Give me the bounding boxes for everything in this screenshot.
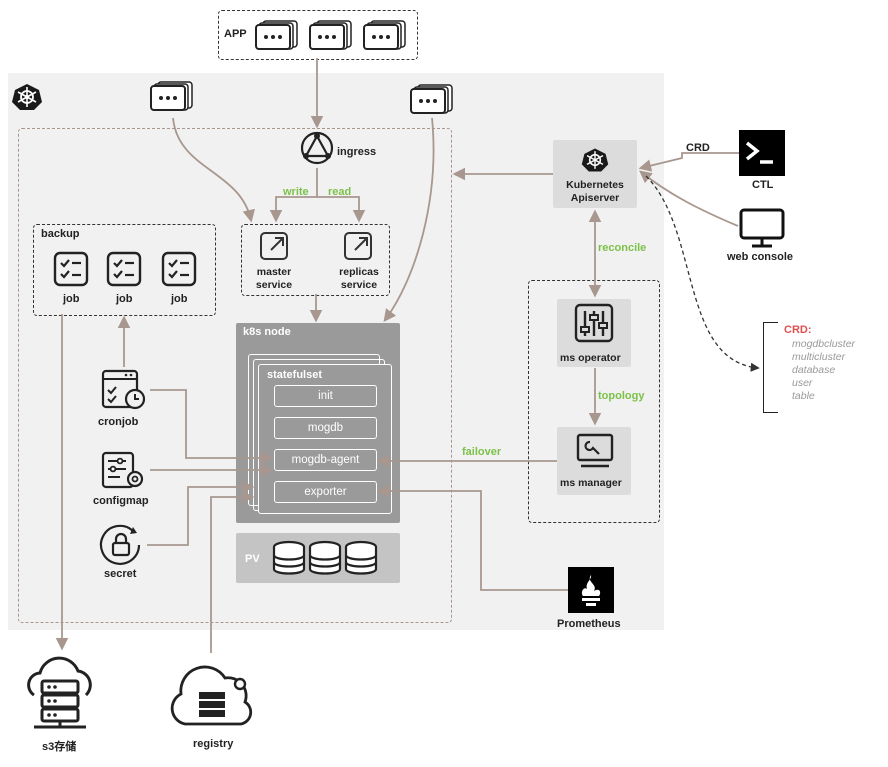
app-window-icon	[309, 20, 352, 50]
prometheus-icon	[568, 567, 614, 613]
kubernetes-icon	[581, 148, 609, 172]
write-label: write	[283, 186, 309, 198]
s3-storage-label: s3存储	[42, 741, 77, 753]
backup-title: backup	[41, 228, 80, 240]
secret-label: secret	[104, 568, 137, 580]
failover-label: failover	[462, 446, 502, 458]
kubernetes-logo-icon	[12, 84, 42, 110]
app-window-icon	[255, 20, 298, 50]
internal-app-window-icon	[150, 81, 193, 111]
web-console-label: web console	[727, 251, 794, 263]
ingress-label: ingress	[337, 146, 377, 158]
pv-label: PV	[245, 553, 260, 565]
statefulset-title: statefulset	[267, 369, 323, 381]
job-label: job	[63, 293, 80, 305]
ms-manager-label: ms manager	[560, 477, 622, 489]
configmap-icon	[101, 451, 144, 489]
replicas-service-icon	[344, 232, 372, 260]
app-label: APP	[224, 28, 247, 40]
registry-cloud-icon	[170, 665, 253, 726]
internal-app-window-icon	[410, 84, 453, 114]
k8s-node-title: k8s node	[243, 326, 291, 338]
read-label: read	[328, 186, 352, 198]
terminal-prompt-icon	[745, 141, 773, 164]
reconcile-label: reconcile	[598, 242, 647, 254]
sliders-icon	[574, 303, 614, 343]
registry-label: registry	[193, 738, 234, 750]
wrench-monitor-icon	[576, 433, 614, 468]
ctl-terminal-icon	[739, 130, 785, 176]
job-label: job	[116, 293, 133, 305]
job-icon	[161, 251, 197, 287]
master-service-icon	[260, 232, 288, 260]
app-group	[218, 10, 418, 60]
ingress-icon	[300, 131, 334, 165]
crd-bracket-top	[764, 322, 778, 323]
job-icon	[106, 251, 142, 287]
job-icon	[53, 251, 89, 287]
topology-label: topology	[598, 390, 645, 402]
ms-operator-label: ms operator	[560, 352, 621, 364]
database-icon	[308, 540, 342, 575]
job-label: job	[171, 293, 188, 305]
container-mogdb: mogdb	[274, 417, 377, 439]
crd-item: database	[792, 364, 836, 376]
crd-bracket-bottom	[764, 412, 778, 413]
prometheus-label: Prometheus	[557, 618, 621, 630]
crd-item: user	[792, 377, 813, 389]
crd-item: mogdbcluster	[792, 338, 856, 350]
container-mogdb-agent: mogdb-agent	[274, 449, 377, 471]
container-exporter: exporter	[274, 481, 377, 503]
crd-list: CRD: mogdbcluster multicluster database …	[763, 322, 874, 413]
database-icon	[272, 540, 306, 575]
crd-item: multicluster	[792, 351, 846, 363]
app-window-icon	[363, 20, 406, 50]
monitor-icon	[739, 208, 785, 248]
crd-link-label: CRD	[686, 142, 710, 154]
secret-lock-icon	[99, 524, 141, 565]
container-init: init	[274, 385, 377, 407]
database-icon	[344, 540, 378, 575]
crd-list-title: CRD:	[784, 324, 812, 336]
configmap-label: configmap	[93, 495, 149, 507]
cronjob-icon	[101, 369, 146, 410]
cronjob-label: cronjob	[98, 416, 139, 428]
crd-item: table	[792, 390, 815, 402]
s3-storage-icon	[27, 656, 92, 729]
ctl-label: CTL	[752, 179, 774, 191]
